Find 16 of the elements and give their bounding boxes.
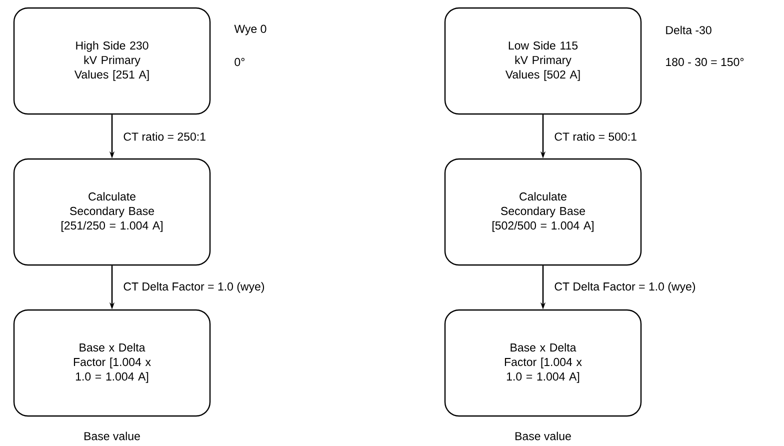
edge-label: CT Delta Factor = 1.0 (wye): [553, 281, 697, 294]
process-box: Base x Delta Factor [1.004 x 1.0 = 1.004 A]: [444, 309, 642, 417]
process-box: Calculate Secondary Base [502/500 = 1.004 A]: [444, 158, 642, 266]
note-text: Base value: [84, 432, 140, 440]
edge-label: CT Delta Factor = 1.0 (wye): [122, 281, 266, 294]
process-box: Low Side 115 kV Primary Values [502 A]: [444, 7, 642, 115]
note-text: Wye 0: [234, 24, 266, 36]
process-box: Calculate Secondary Base [251/250 = 1.004 A]: [13, 158, 211, 266]
edge-label: CT ratio = 500:1: [553, 131, 638, 142]
note-text: 0°: [234, 58, 244, 66]
process-box: Base x Delta Factor [1.004 x 1.0 = 1.004 A]: [13, 309, 211, 417]
edge-label: CT ratio = 250:1: [122, 131, 207, 142]
note-text: 180 - 30 = 150°: [666, 58, 744, 66]
note-text: Delta -30: [666, 26, 712, 34]
note-text: Base value: [516, 432, 571, 440]
process-box: High Side 230 kV Primary Values [251 A]: [13, 7, 211, 115]
